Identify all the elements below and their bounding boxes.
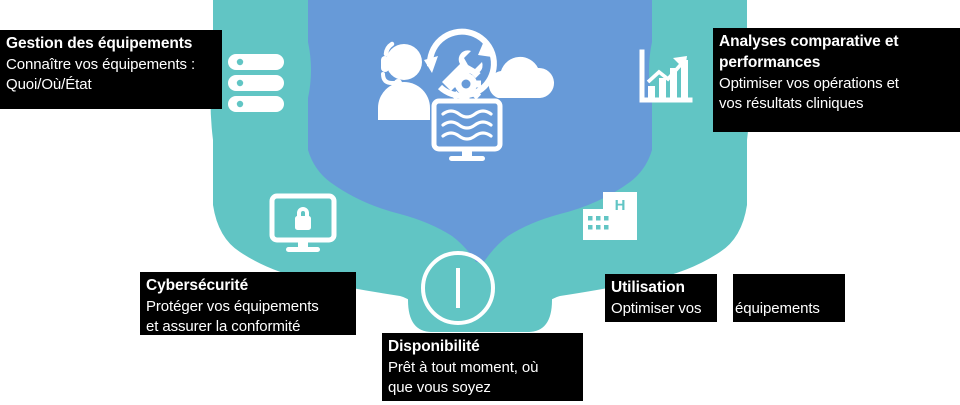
callout-cyber-title: Cybersécurité: [146, 277, 249, 294]
power-circle-icon: [421, 251, 495, 325]
hospital-letter: H: [615, 197, 626, 214]
monitor-lock-icon: [269, 193, 337, 252]
callout-cyber-subtitle-line1: Protéger vos équipements: [146, 298, 319, 316]
callout-dispo-subtitle-line1: Prêt à tout moment, où: [388, 359, 539, 377]
cloud-icon: [488, 56, 555, 98]
callout-analyses-subtitle-line1: Optimiser vos opérations et: [719, 75, 899, 93]
callout-utilisation-title: Utilisation: [611, 279, 685, 296]
callout-gestion-subtitle-line2: Quoi/Où/État: [6, 75, 92, 93]
callout-gestion-subtitle-line1: Connaître vos équipements :: [6, 56, 196, 74]
bar-chart-trend-arrow: [646, 56, 687, 84]
callout-utilisation-subtitle-part1: Optimiser vos: [611, 300, 702, 318]
callout-analyses-title-line1: Analyses comparative et: [719, 33, 899, 50]
support-agent-icon: [378, 41, 430, 120]
server-rack-icon: [228, 54, 284, 112]
bottom-tab-shape: [408, 262, 552, 332]
hospital-building-icon: H: [583, 192, 637, 240]
blue-inner-shape: [308, 0, 652, 268]
callout-cyber-subtitle-line2: et assurer la conformité: [146, 317, 301, 335]
callout-disponibilite: Disponibilité Prêt à tout moment, où que…: [382, 333, 583, 401]
bar-chart-bars: [648, 60, 688, 99]
callout-utilisation-continuation: Utilisation équipements: [733, 274, 845, 322]
monitor-waveform-icon: [431, 98, 503, 161]
callout-utilisation-subtitle-part2: équipements: [735, 300, 820, 318]
callout-utilisation: Utilisation Optimiser vos: [605, 274, 717, 322]
callout-analyses-comparative-et-performances: Analyses comparative et performances Opt…: [713, 28, 960, 132]
bar-chart-growth-icon: [639, 49, 693, 103]
callout-analyses-title-line2: performances: [719, 54, 821, 72]
callout-gestion-title: Gestion des équipements: [6, 35, 193, 52]
callout-dispo-title: Disponibilité: [388, 338, 480, 355]
callout-analyses-subtitle-line2: vos résultats cliniques: [719, 94, 864, 112]
callout-gestion-des-equipements: Gestion des équipements Connaître vos éq…: [0, 30, 222, 109]
callout-dispo-subtitle-line2: que vous soyez: [388, 378, 491, 396]
gear-wrench-cycle-icon: [424, 28, 497, 101]
callout-cybersecurite: Cybersécurité Protéger vos équipements e…: [140, 272, 356, 335]
